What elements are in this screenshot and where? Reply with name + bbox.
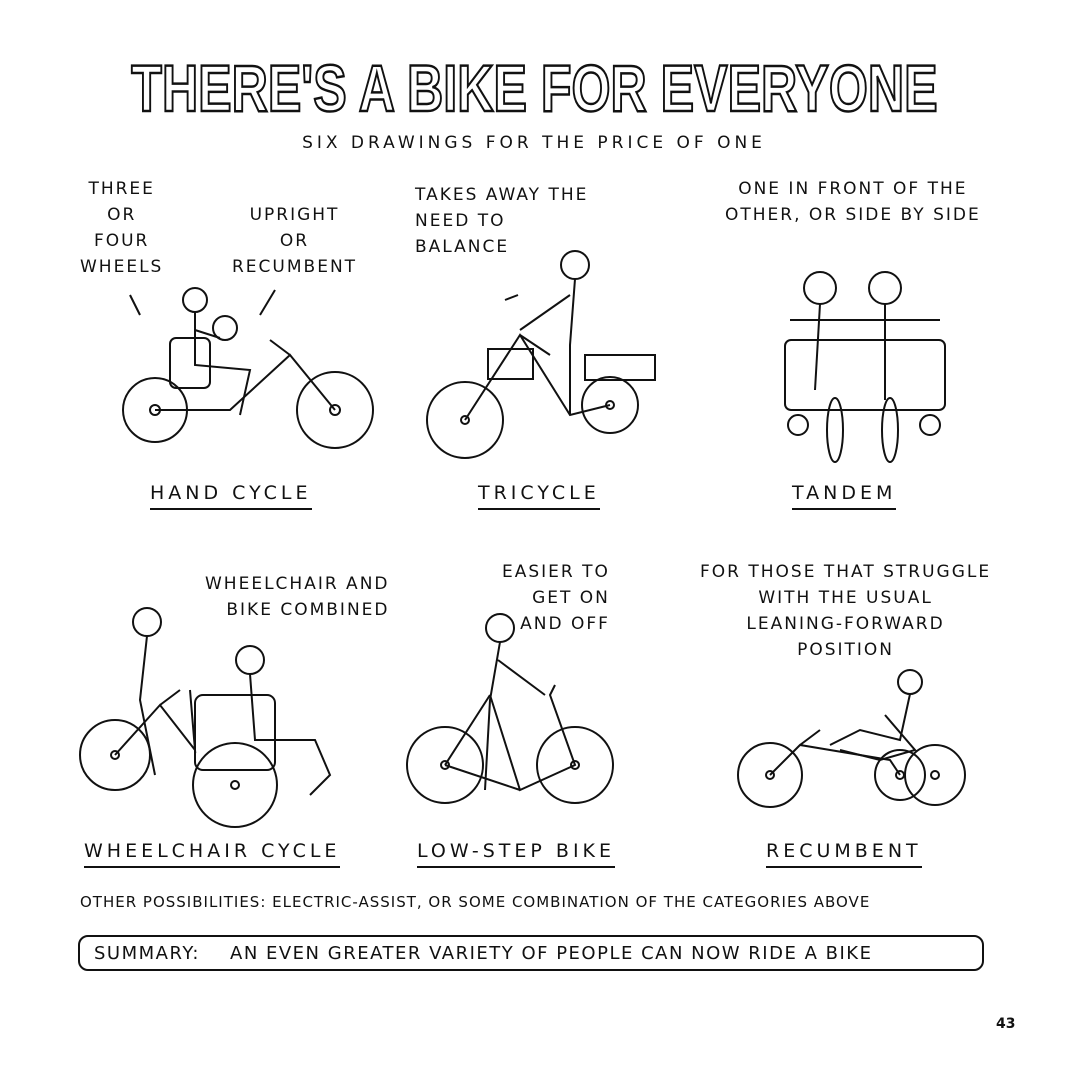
page-number: 43 bbox=[996, 1016, 1016, 1032]
note-hand-cycle-wheels: THREE OR FOUR WHEELS bbox=[80, 179, 164, 277]
label-tricycle: TRICYCLE bbox=[478, 482, 600, 510]
label-low-step-bike: LOW-STEP BIKE bbox=[417, 840, 616, 868]
note-wheelchair-cycle: WHEELCHAIR AND BIKE COMBINED bbox=[205, 574, 390, 620]
summary-box: SUMMARY: AN EVEN GREATER VARIETY OF PEOP… bbox=[78, 935, 984, 971]
label-tandem: TANDEM bbox=[792, 482, 897, 510]
label-wheelchair-cycle: WHEELCHAIR CYCLE bbox=[84, 840, 341, 868]
note-recumbent: FOR THOSE THAT STRUGGLE WITH THE USUAL L… bbox=[700, 562, 992, 660]
wheelchair-cycle-illustration bbox=[79, 607, 332, 828]
page-title: THERE'S A BIKE FOR EVERYONE bbox=[130, 50, 938, 127]
low-step-bike-illustration bbox=[406, 613, 614, 804]
page-title-container: THERE'S A BIKE FOR EVERYONE bbox=[0, 50, 1068, 130]
note-tandem: ONE IN FRONT OF THE OTHER, OR SIDE BY SI… bbox=[725, 179, 981, 225]
tandem-illustration bbox=[784, 271, 946, 463]
other-possibilities-text: OTHER POSSIBILITIES: ELECTRIC-ASSIST, OR… bbox=[80, 893, 871, 911]
label-recumbent: RECUMBENT bbox=[766, 840, 922, 868]
note-tricycle: TAKES AWAY THE NEED TO BALANCE bbox=[415, 185, 589, 257]
hand-cycle-illustration bbox=[122, 287, 374, 449]
label-hand-cycle: HAND CYCLE bbox=[150, 482, 312, 510]
recumbent-illustration bbox=[737, 669, 966, 808]
note-low-step: EASIER TO GET ON AND OFF bbox=[502, 562, 610, 634]
summary-key: SUMMARY: bbox=[94, 942, 200, 964]
tricycle-illustration bbox=[426, 250, 656, 459]
subtitle: SIX DRAWINGS FOR THE PRICE OF ONE bbox=[302, 133, 766, 153]
summary-text: AN EVEN GREATER VARIETY OF PEOPLE CAN NO… bbox=[230, 942, 873, 964]
note-hand-cycle-position: UPRIGHT OR RECUMBENT bbox=[232, 205, 358, 277]
